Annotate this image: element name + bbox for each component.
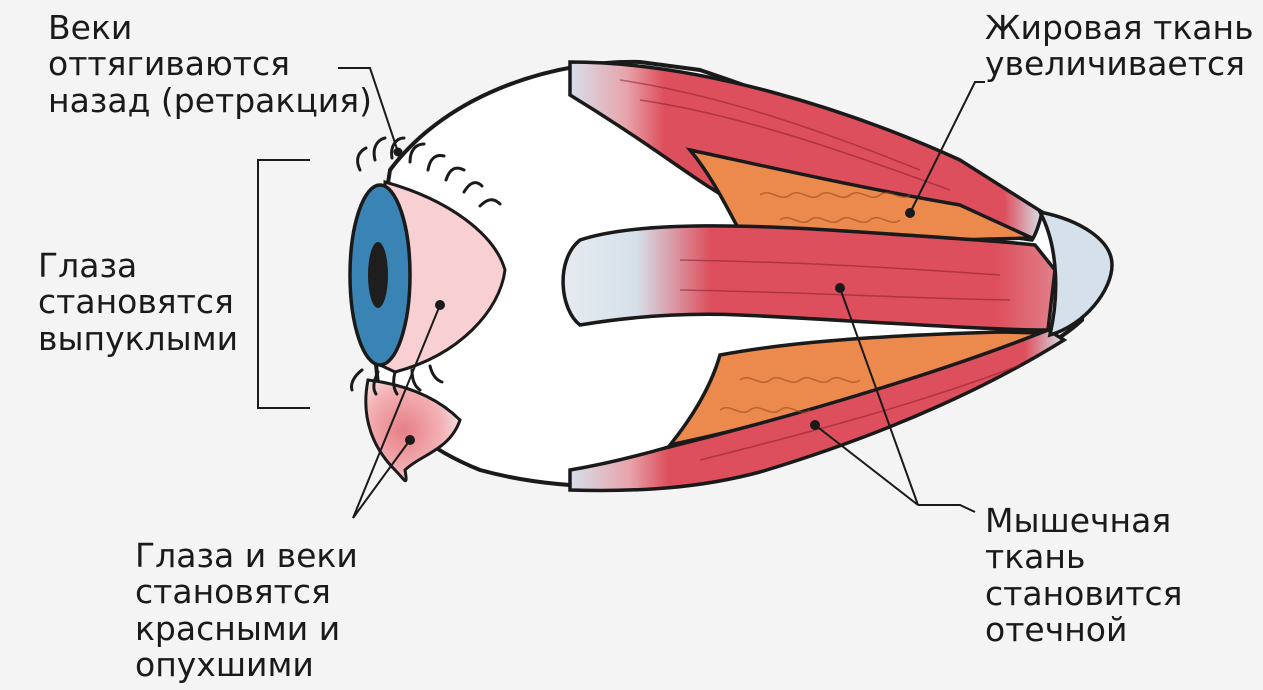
label-fat-increases: Жировая ткань увеличивается: [985, 10, 1254, 83]
bracket-eyes-bulge: [258, 160, 310, 408]
dot-eyelids: [395, 149, 402, 156]
label-eyelids-retract: Веки оттягиваются назад (ретракция): [48, 10, 372, 119]
medial-muscle: [563, 226, 1055, 330]
pupil: [368, 242, 388, 308]
dot-muscle-2: [811, 421, 819, 429]
label-red-swollen: Глаза и веки становятся красными и опухш…: [135, 538, 358, 683]
leader-muscle-tail: [918, 505, 975, 512]
dot-fat: [906, 209, 914, 217]
label-eyes-bulge: Глаза становятся выпуклыми: [38, 248, 238, 357]
label-muscle-swells: Мышечная ткань становится отечной: [985, 503, 1182, 648]
dot-red-2: [406, 436, 414, 444]
dot-muscle-1: [836, 284, 844, 292]
dot-red-1: [436, 301, 444, 309]
